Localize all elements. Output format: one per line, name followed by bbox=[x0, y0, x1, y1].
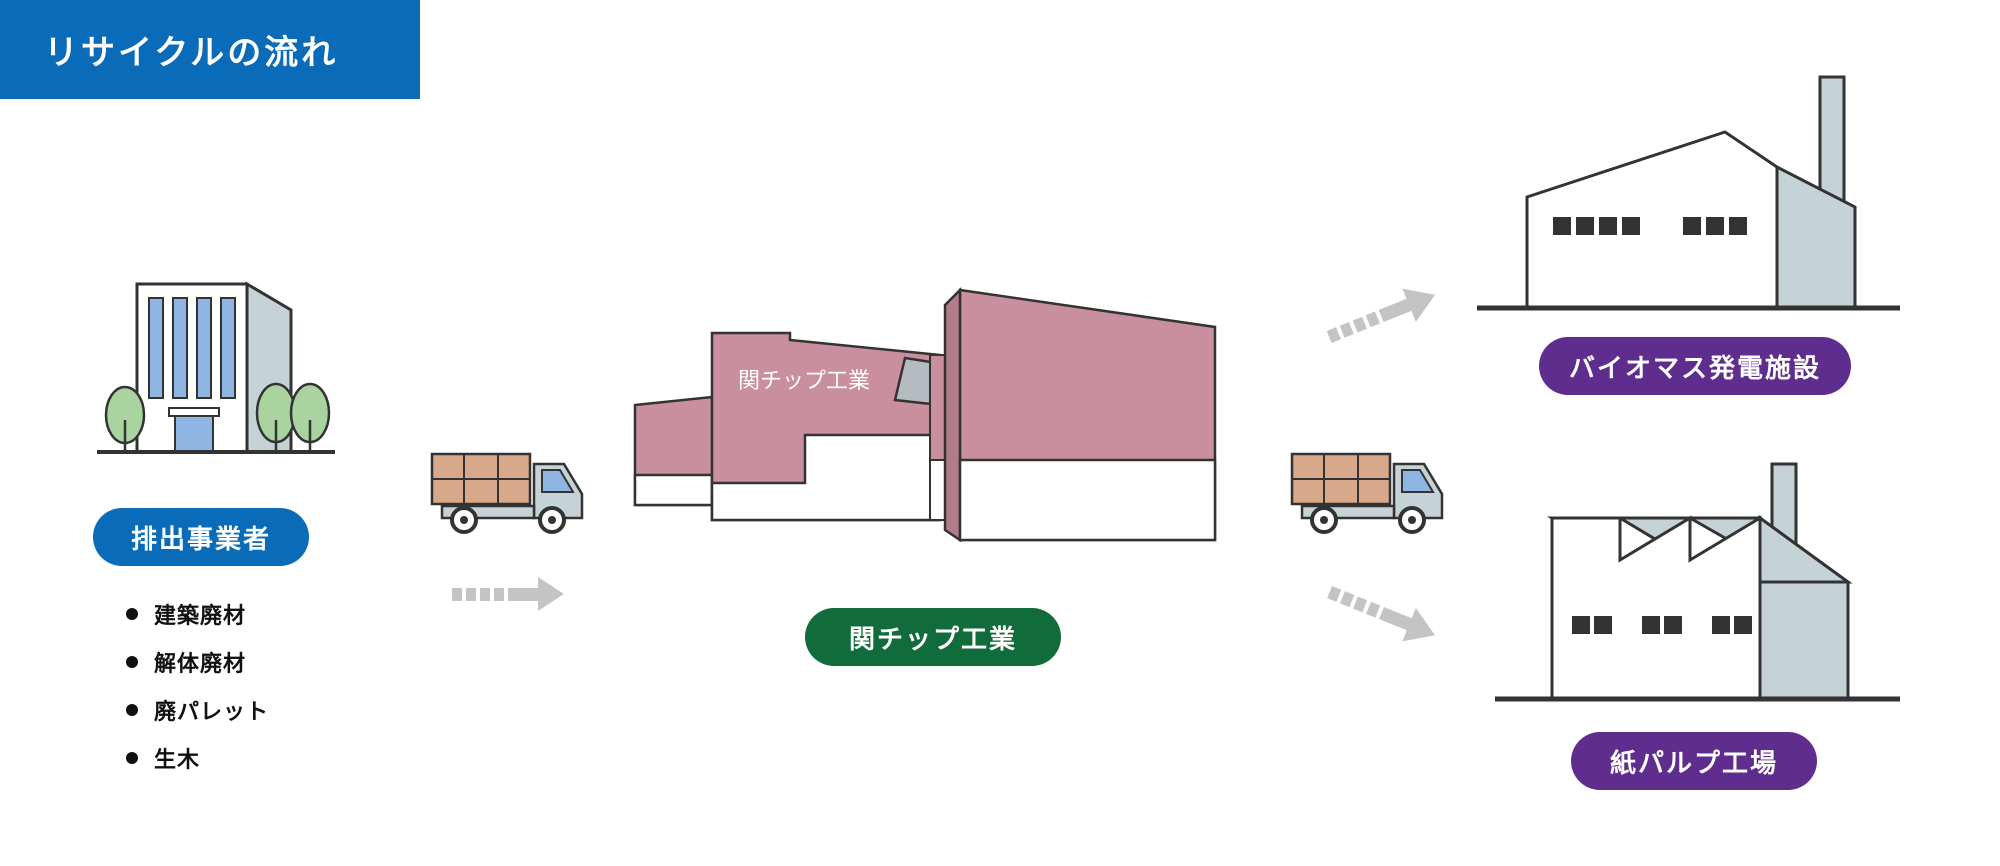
bullet-icon bbox=[126, 752, 138, 764]
bullet-icon bbox=[126, 656, 138, 668]
office-building-icon bbox=[97, 281, 335, 454]
page-title: リサイクルの流れ bbox=[0, 0, 420, 99]
list-item: 建築廃材 bbox=[126, 590, 269, 638]
building-sign: 関チップ工業 bbox=[738, 369, 870, 394]
list-item: 廃パレット bbox=[126, 686, 269, 734]
bullet-icon bbox=[126, 704, 138, 716]
paper-mill-icon bbox=[1495, 462, 1900, 702]
destination-label-biomass: バイオマス発電施設 bbox=[1539, 337, 1851, 395]
chip-factory-icon: 関チップ工業 bbox=[633, 286, 1217, 543]
truck-icon bbox=[1290, 452, 1444, 534]
power-plant-icon bbox=[1477, 75, 1900, 311]
arrow-up-right-icon bbox=[1326, 288, 1436, 344]
list-item: 解体廃材 bbox=[126, 638, 269, 686]
materials-list: 建築廃材 解体廃材 廃パレット 生木 bbox=[126, 590, 269, 782]
source-label: 排出事業者 bbox=[93, 508, 309, 566]
arrow-right-icon bbox=[452, 577, 564, 611]
truck-icon bbox=[430, 452, 584, 534]
processor-label: 関チップ工業 bbox=[805, 608, 1061, 666]
list-item: 生木 bbox=[126, 734, 269, 782]
bullet-icon bbox=[126, 608, 138, 620]
arrow-down-right-icon bbox=[1327, 586, 1436, 642]
destination-label-paper: 紙パルプ工場 bbox=[1571, 732, 1817, 790]
